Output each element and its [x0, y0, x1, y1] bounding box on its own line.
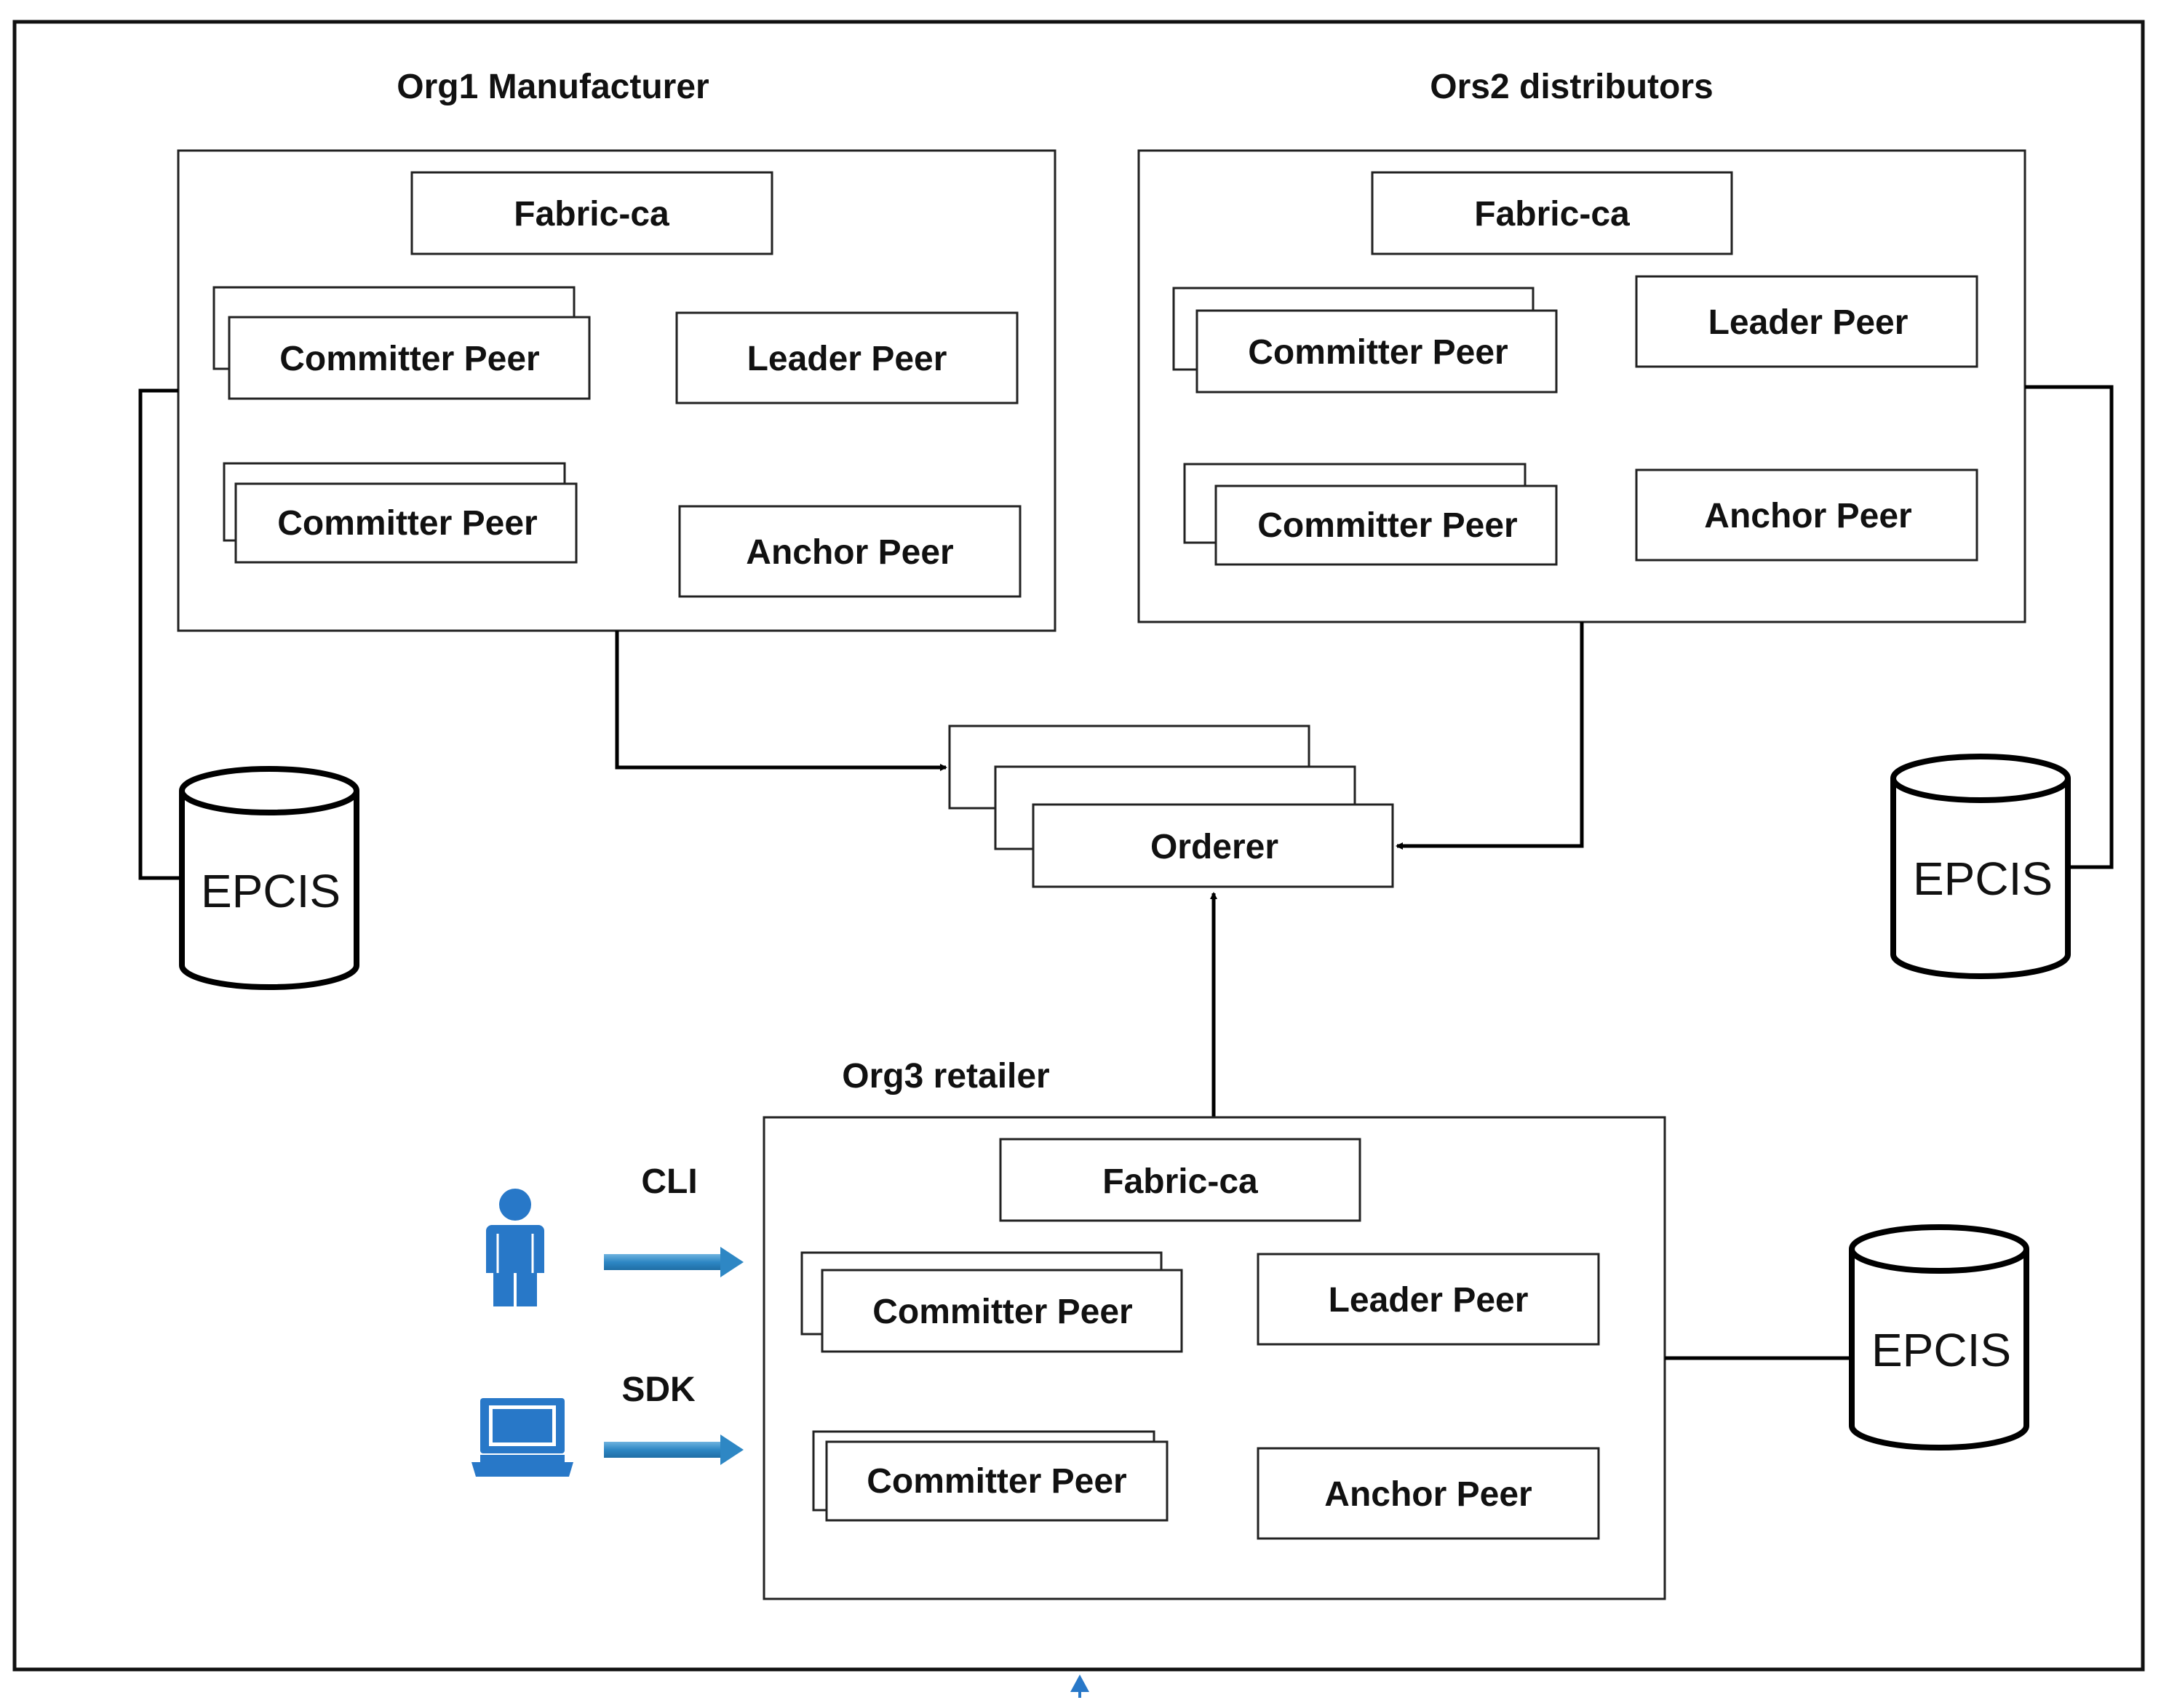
org2-to-orderer-line [1396, 622, 1584, 850]
org3-leader-peer-label: Leader Peer [1329, 1281, 1529, 1320]
org3-committer1-label: Committer Peer [872, 1293, 1132, 1331]
org1-fabric-ca-box [410, 171, 773, 255]
epcis-db-left: EPCIS [179, 766, 359, 990]
epcis-db-bottom-label: EPCIS [1871, 1324, 2011, 1376]
org2-fabric-ca-label: Fabric-ca [1474, 195, 1630, 234]
org3-committer2-box [825, 1440, 1169, 1522]
org1-committer2-box [234, 482, 578, 564]
org2-leader-peer-box [1635, 275, 1978, 368]
org2-committer1-box [1195, 309, 1558, 394]
org1-title: Org1 Manufacturer [397, 68, 709, 106]
sdk-arrow [604, 1434, 744, 1465]
org1-leader-peer-box [675, 311, 1019, 404]
org1-anchor-peer-label: Anchor Peer [746, 533, 953, 572]
org3-anchor-peer-label: Anchor Peer [1324, 1475, 1532, 1514]
org1-leader-peer-label: Leader Peer [747, 340, 947, 378]
org3-anchor-peer-box [1257, 1447, 1600, 1540]
user-icon [486, 1189, 544, 1306]
epcis-db-bottom: EPCIS [1849, 1224, 2029, 1450]
epcis-db-left-body [179, 791, 359, 990]
org2-fabric-ca-box [1371, 171, 1733, 255]
epcis-db-left-label: EPCIS [201, 865, 341, 917]
epcis-db-right-label: EPCIS [1913, 853, 2053, 905]
cli-arrow [604, 1247, 744, 1277]
org1-fabric-ca-label: Fabric-ca [514, 195, 669, 234]
org2-anchor-peer-label: Anchor Peer [1704, 497, 1911, 535]
org2-committer2-box [1214, 484, 1558, 566]
orderer-label: Orderer [1150, 828, 1278, 866]
sdk-label: SDK [621, 1370, 696, 1409]
org3-fabric-ca-box [999, 1138, 1361, 1222]
org2-committer2-label: Committer Peer [1257, 506, 1517, 545]
cli-label: CLI [641, 1162, 697, 1201]
org2-anchor-peer-box [1635, 468, 1978, 562]
epcis-db-right: EPCIS [1890, 754, 2071, 979]
laptop-icon [471, 1398, 573, 1477]
org2-title: Ors2 distributors [1430, 68, 1713, 106]
org1-committer1-box [228, 316, 591, 400]
epcis-db-right-body [1890, 778, 2071, 979]
org2-to-epcis-right-line [2025, 385, 2114, 869]
org1-committer2-label: Committer Peer [277, 504, 537, 543]
org3-leader-peer-box [1257, 1253, 1600, 1346]
orderer-group: Orderer [948, 725, 1394, 888]
epcis-db-left-top [179, 766, 359, 815]
bottom-arrow-marker [1070, 1675, 1089, 1698]
org1-group: Org1 Manufacturer Fabric-ca Committer Pe… [177, 68, 1056, 632]
org2-group: Ors2 distributors Fabric-ca Committer Pe… [1137, 68, 2026, 623]
org3-committer1-box [821, 1269, 1183, 1353]
org1-to-orderer-line [615, 631, 947, 771]
org3-committer2-label: Committer Peer [867, 1462, 1126, 1501]
org1-anchor-peer-box [678, 505, 1022, 598]
orderer-box [1032, 803, 1394, 888]
org2-committer1-label: Committer Peer [1248, 333, 1508, 372]
org1-to-epcis-left-line [138, 388, 182, 880]
epcis-db-right-top [1890, 754, 2071, 803]
org3-title: Org3 retailer [842, 1057, 1049, 1096]
epcis-db-bottom-top [1849, 1224, 2029, 1274]
epcis-db-bottom-body [1849, 1249, 2029, 1450]
org2-leader-peer-label: Leader Peer [1708, 303, 1909, 342]
org3-fabric-ca-label: Fabric-ca [1102, 1162, 1258, 1201]
org3-group: Org3 retailer Fabric-ca Committer Peer C… [763, 1057, 1666, 1600]
org1-committer1-label: Committer Peer [279, 340, 539, 378]
